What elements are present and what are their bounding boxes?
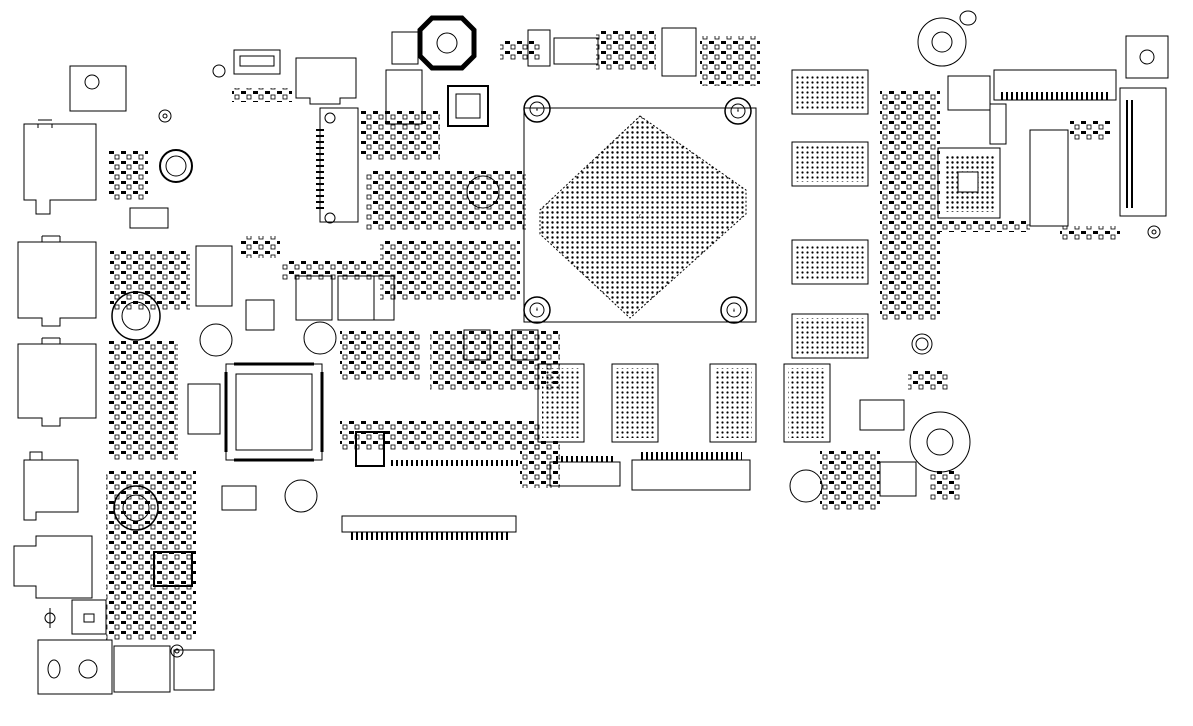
bottom-fpc-connector-long <box>341 515 517 540</box>
cpu-label: C <box>639 214 642 219</box>
fan-connector <box>417 15 477 71</box>
usb-port-upper <box>17 235 97 327</box>
mounting-hole-label-3: H <box>536 107 539 112</box>
mounting-hole-label-1: H <box>536 307 539 312</box>
audio-jack <box>13 535 93 599</box>
dram-chip-7 <box>709 363 757 443</box>
mounting-hole-2 <box>724 97 752 125</box>
mounting-ring-right-top <box>917 17 967 67</box>
dram-chip-1 <box>791 69 869 115</box>
fpc-connector-left-vertical <box>316 107 359 224</box>
dram-chip-4 <box>791 313 869 359</box>
fpc-connector-top-right <box>993 69 1117 101</box>
mounting-hole-label-2: H <box>737 108 740 113</box>
bga-chip-right <box>937 147 1001 219</box>
pmic-chip <box>447 85 489 127</box>
square-connector-top-right <box>1125 35 1169 79</box>
square-connector-top-left <box>69 65 127 112</box>
dram-chip-3 <box>791 239 869 285</box>
inductor-2 <box>303 321 337 355</box>
soc-bga-pattern <box>540 116 746 318</box>
mounting-hole-label-4: H <box>733 308 736 313</box>
bottom-fpc-connector-mid <box>549 456 621 487</box>
mounting-hole-3 <box>523 296 551 324</box>
dram-chip-6 <box>611 363 659 443</box>
inductor-1 <box>199 323 233 357</box>
mounting-hole-4 <box>720 296 748 324</box>
standoff-ring-1 <box>159 149 193 183</box>
mounting-hole-1 <box>523 95 551 123</box>
usb-port-lower <box>17 337 97 427</box>
inductor-3 <box>284 479 318 513</box>
ethernet-jack <box>23 119 97 215</box>
bottom-fpc-connector-right <box>631 452 751 491</box>
dc-power-jack <box>37 639 113 695</box>
large-controller-ic <box>224 362 324 462</box>
micro-usb-box <box>71 599 107 635</box>
inductor-5 <box>789 469 823 503</box>
passive-components <box>106 30 1120 640</box>
mounting-ring-right-mid <box>909 411 971 473</box>
dram-chip-8 <box>783 363 831 443</box>
fpc-connector-right-vertical <box>1029 87 1167 227</box>
sd-card-slot <box>23 451 79 521</box>
polarity-symbol <box>44 608 56 628</box>
dram-chip-2 <box>791 141 869 187</box>
